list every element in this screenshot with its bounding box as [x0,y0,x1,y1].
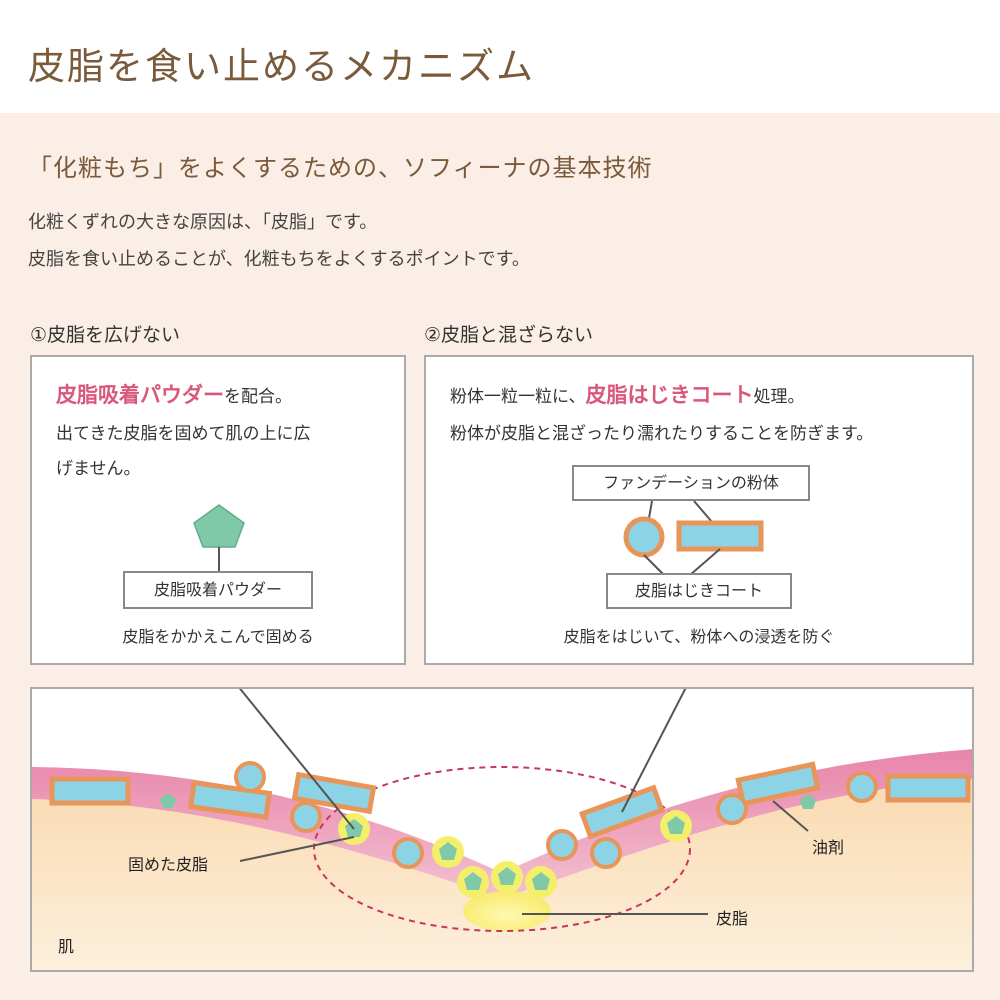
flat-particle [291,771,377,815]
coated-flat-particle-icon [676,520,764,552]
round-particle [234,761,266,793]
cross-section-svg [32,689,972,970]
flat-particle [49,776,131,806]
solidified-sebum-particle [457,866,489,898]
panel-spread-prevention: 皮脂吸着パウダーを配合。 出てきた皮脂を固めて肌の上に広 げません。 皮脂吸着パ… [30,355,406,665]
sebum-pool [463,891,551,931]
page-title: 皮脂を食い止めるメカニズム [28,45,535,88]
focus-area-outline [313,766,691,932]
skin-cross-section-diagram: 固めた皮脂 油剤 皮脂 肌 [30,687,974,972]
panel1-heading: ①皮脂を広げない [30,324,181,346]
round-particle [392,837,424,869]
intro-line-1: 化粧くずれの大きな原因は、「皮脂」です。 [28,212,378,233]
panel1-text-after: を配合。 [224,387,292,407]
panel2-illustration [623,500,764,576]
header: 皮脂を食い止めるメカニズム [0,0,1000,113]
round-particle [290,801,322,833]
oil-agent-label: 油剤 [812,838,845,857]
powder-label-box: 皮脂吸着パウダー [123,571,313,609]
panel2-line2: 粉体が皮脂と混ざったり濡れたりすることを防ぎます。 [450,424,874,444]
intro-line-2: 皮脂を食い止めることが、化粧もちをよくするポイントです。 [28,249,530,270]
solidified-sebum-label: 固めた皮脂 [128,855,209,874]
coat-label-box: 皮脂はじきコート [606,573,792,609]
solidified-sebum-particle [660,810,692,842]
subtitle: 「化粧もち」をよくするための、ソフィーナの基本技術 [28,154,653,182]
panel1-caption: 皮脂をかかえこんで固める [122,627,314,646]
sebum-label: 皮脂 [716,909,749,928]
skin-layer [32,779,972,970]
panel1-line2: 出てきた皮脂を固めて肌の上に広 [56,424,311,444]
skin-label: 肌 [58,937,75,956]
loose-powder-particle [800,794,816,809]
solidified-sebum-particle [491,861,523,893]
powder-pentagon-icon [193,504,245,548]
panel1-illustration [193,504,245,573]
panel2-caption: 皮脂をはじいて、粉体への浸透を防ぐ [563,627,835,646]
panel1-line3: げません。 [56,459,141,479]
round-particle [546,829,578,861]
powder-particle-label-box: ファンデーションの粉体 [572,465,810,501]
round-particle [716,793,748,825]
flat-particle [885,773,971,803]
oil-layer [32,749,972,899]
round-particle [846,771,878,803]
panel2-highlight: 皮脂はじきコート [585,383,754,407]
panel2-text-before: 粉体一粒一粒に、 [450,387,586,407]
panel-mix-prevention: 粉体一粒一粒に、皮脂はじきコート処理。 粉体が皮脂と混ざったり濡れたりすることを… [424,355,974,665]
coated-round-particle-icon [623,516,665,558]
solidified-sebum-particle [432,836,464,868]
loose-powder-particle [160,793,176,808]
flat-particle [735,761,821,807]
panel2-line1: 粉体一粒一粒に、皮脂はじきコート処理。 [450,379,805,409]
solidified-sebum-particle [525,866,557,898]
panel2-text-after: 処理。 [753,387,805,407]
round-particle [590,837,622,869]
panel2-heading: ②皮脂と混ざらない [424,324,594,346]
panel1-highlight: 皮脂吸着パウダー [56,383,224,407]
panel1-line1: 皮脂吸着パウダーを配合。 [56,379,292,409]
